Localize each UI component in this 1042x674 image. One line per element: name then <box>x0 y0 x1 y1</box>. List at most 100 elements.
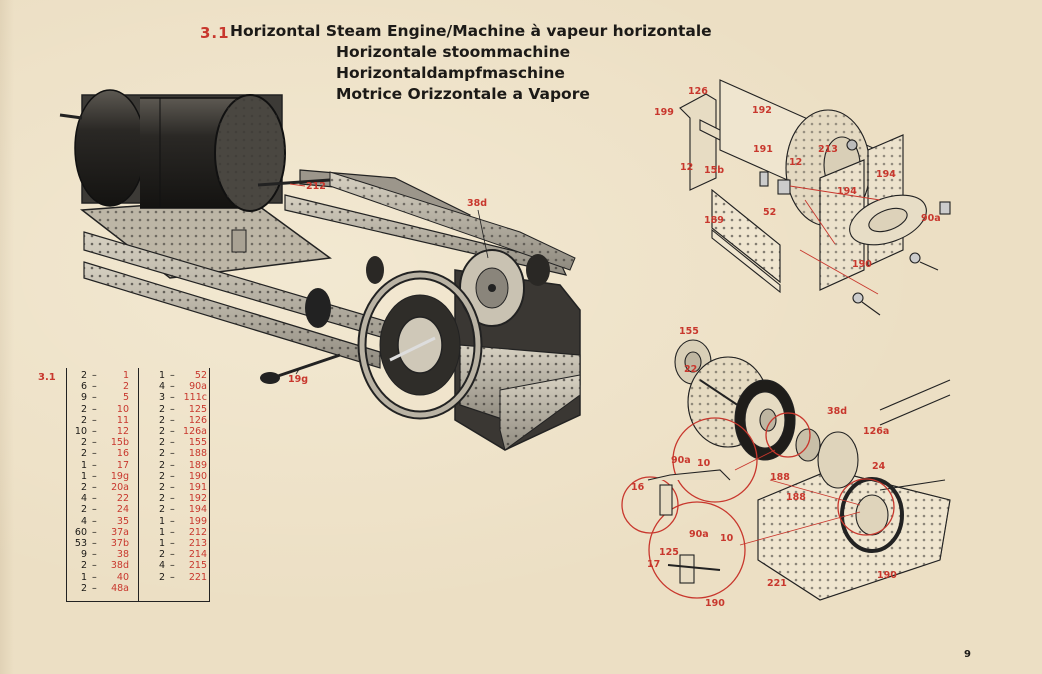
part-dash: – <box>92 426 97 437</box>
part-quantity: 1 <box>80 571 87 583</box>
part-dash: – <box>92 549 97 561</box>
part-quantity: 4 <box>80 515 87 527</box>
part-number: 24 <box>116 504 129 516</box>
part-quantity: 1 <box>80 470 87 482</box>
part-quantity: 2 <box>158 504 165 516</box>
callout-212: 212 <box>306 181 326 192</box>
parts-row-right: 2–214 <box>151 549 211 560</box>
part-number: 214 <box>188 549 207 561</box>
part-quantity: 10 <box>74 426 87 437</box>
part-dash: – <box>170 515 175 527</box>
part-number: 22 <box>116 493 129 505</box>
callout-22: 22 <box>684 364 698 375</box>
part-quantity: 2 <box>158 448 165 460</box>
parts-row-right: 2–189 <box>151 460 211 471</box>
part-dash: – <box>92 515 97 527</box>
part-quantity: 9 <box>80 549 87 561</box>
part-dash: – <box>92 392 97 404</box>
part-number: 191 <box>188 482 207 493</box>
part-number: 194 <box>188 504 207 516</box>
callout-189: 189 <box>704 215 724 226</box>
callout-52: 52 <box>763 207 777 218</box>
part-number: 48a <box>111 582 129 594</box>
part-dash: – <box>170 504 175 516</box>
parts-row-left: 2–38d <box>73 560 133 571</box>
part-dash: – <box>170 426 175 437</box>
part-dash: – <box>170 448 175 460</box>
parts-row-right: 1–212 <box>151 527 211 538</box>
part-quantity: 4 <box>80 493 87 505</box>
callout-188-lower: 188 <box>786 492 806 503</box>
callout-213: 213 <box>818 144 838 155</box>
callout-191: 191 <box>753 144 773 155</box>
callout-10-upper: 10 <box>697 458 711 469</box>
callout-192: 192 <box>752 105 772 116</box>
part-dash: – <box>170 526 175 538</box>
callout-24: 24 <box>872 461 886 472</box>
part-dash: – <box>170 482 175 493</box>
part-dash: – <box>92 437 97 449</box>
part-dash: – <box>92 370 97 381</box>
part-number: 190 <box>188 470 207 482</box>
part-dash: – <box>92 504 97 516</box>
parts-row-right: 2– 191 <box>151 482 211 493</box>
part-number: 37a <box>111 526 129 538</box>
part-quantity: 2 <box>80 582 87 594</box>
part-number: 111c <box>183 392 207 404</box>
part-dash: – <box>170 459 175 471</box>
part-number: 5 <box>122 392 129 404</box>
callout-188-upper: 188 <box>770 472 790 483</box>
part-dash: – <box>92 582 97 594</box>
part-dash: – <box>92 414 97 426</box>
callout-194-upper: 194 <box>876 169 896 180</box>
part-dash: – <box>170 470 175 482</box>
part-dash: – <box>92 470 97 482</box>
part-dash: – <box>170 538 175 549</box>
part-quantity: 1 <box>158 370 165 381</box>
part-number: 221 <box>188 571 207 583</box>
main-engine-drawing <box>59 89 581 451</box>
part-quantity: 2 <box>158 470 165 482</box>
model-number: 3.1 <box>200 24 230 42</box>
part-dash: – <box>170 381 175 393</box>
part-dash: – <box>170 560 175 572</box>
part-number: 40 <box>116 571 129 583</box>
part-number: 20a <box>111 482 129 493</box>
part-quantity: 9 <box>80 392 87 404</box>
part-quantity: 2 <box>80 414 87 426</box>
parts-row-right: 2–192 <box>151 493 211 504</box>
part-quantity: 2 <box>80 370 87 381</box>
callout-155: 155 <box>679 326 699 337</box>
part-quantity: 53 <box>74 538 87 549</box>
parts-row-left: 2–16 <box>73 448 133 459</box>
part-number: 38d <box>110 560 129 572</box>
callout-19g: 19g <box>288 374 309 385</box>
part-quantity: 2 <box>80 403 87 415</box>
part-quantity: 2 <box>158 482 165 493</box>
part-number: 16 <box>116 448 129 460</box>
callout-17: 17 <box>647 559 661 570</box>
parts-row-right: 2– 188 <box>151 448 211 459</box>
parts-row-left: 1–17 <box>73 460 133 471</box>
part-number: 90a <box>189 381 207 393</box>
callout-16: 16 <box>631 482 645 493</box>
parts-row-left: 2–10 <box>73 404 133 415</box>
part-number: 188 <box>188 448 207 460</box>
part-quantity: 2 <box>80 504 87 516</box>
part-number: 199 <box>188 515 207 527</box>
part-quantity: 2 <box>158 493 165 505</box>
part-number: 125 <box>188 403 207 415</box>
parts-row-right: 3–111c <box>151 392 211 403</box>
parts-row-left: 2–15b <box>73 437 133 448</box>
parts-row-right: 1–199 <box>151 516 211 527</box>
part-quantity: 2 <box>80 560 87 572</box>
part-quantity: 2 <box>80 448 87 460</box>
callout-10-lower: 10 <box>720 533 734 544</box>
title-italian: Motrice Orizzontale a Vapore <box>336 85 590 103</box>
parts-row-left: 9– 5 <box>73 392 133 403</box>
parts-row-left: 2–11 <box>73 415 133 426</box>
parts-row-right: 2–126a <box>151 426 211 437</box>
part-quantity: 1 <box>158 538 165 549</box>
page-number: 9 <box>964 649 971 660</box>
part-number: 38 <box>116 549 129 561</box>
